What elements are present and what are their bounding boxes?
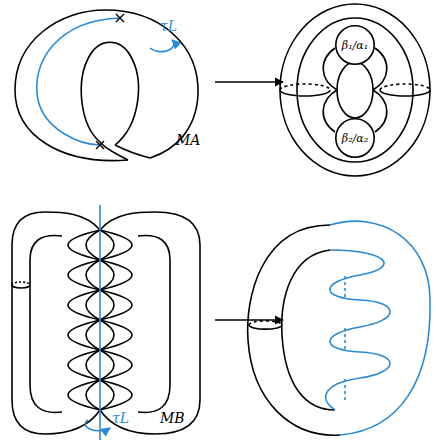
fixed-point-mark xyxy=(96,14,124,149)
surgery-coefficient-disk: β₂/α₂ xyxy=(335,118,375,158)
rotation-axis xyxy=(85,205,110,440)
solid-torus xyxy=(280,4,430,176)
disk-outline xyxy=(336,26,374,64)
manifold-name: MB xyxy=(160,410,185,426)
disk-outline xyxy=(336,119,374,157)
surgery-coefficient-disk: β₁/α₁ xyxy=(335,25,375,65)
map-arrow xyxy=(215,319,283,320)
map-arrow xyxy=(215,81,283,82)
involution-arc xyxy=(37,18,174,145)
braided-surface xyxy=(12,212,200,434)
involution-name: τL xyxy=(112,410,129,426)
handle-body xyxy=(326,221,430,435)
clasp-surface xyxy=(15,10,198,161)
coefficient-label: β₂/α₂ xyxy=(335,118,375,158)
handle-body xyxy=(248,225,340,435)
coefficient-label: β₁/α₁ xyxy=(335,25,375,65)
involution-name: τL xyxy=(160,18,177,34)
manifold-name: MA xyxy=(176,132,200,148)
